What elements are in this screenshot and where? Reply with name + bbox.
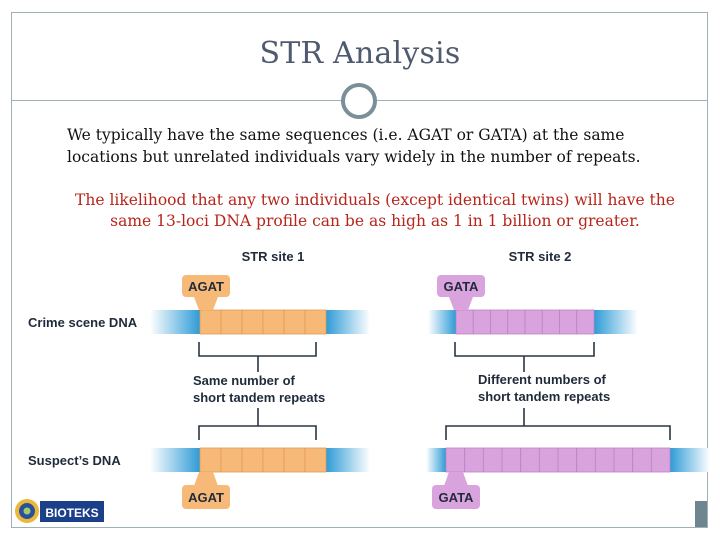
repeat-unit — [632, 447, 652, 473]
repeat-unit — [524, 309, 543, 335]
svg-text:BIOTEKS: BIOTEKS — [45, 506, 98, 520]
site2-bottom-bracket — [445, 425, 671, 440]
repeat-unit — [559, 309, 578, 335]
site2-crime-strand — [428, 309, 638, 335]
bioteks-logo: BIOTEKS — [15, 499, 104, 523]
repeat-unit — [283, 309, 306, 335]
body-paragraph: We typically have the same sequences (i.… — [67, 126, 641, 166]
highlight-paragraph: The likelihood that any two individuals … — [75, 191, 675, 230]
repeat-unit — [507, 309, 526, 335]
site1-bottom-bracket — [198, 425, 317, 440]
repeat-unit — [445, 447, 466, 473]
repeat-unit — [613, 447, 634, 473]
repeat-unit — [650, 447, 671, 473]
repeat-unit — [501, 447, 522, 473]
repeat-unit — [538, 447, 559, 473]
slide-frame — [11, 12, 708, 528]
svg-text:AGAT: AGAT — [188, 279, 224, 294]
suspect-label: Suspect’s DNA — [28, 453, 121, 468]
repeat-unit — [304, 309, 327, 335]
site2-top-bracket — [454, 342, 595, 357]
repeat-unit — [482, 447, 503, 473]
site1-suspect-repeats — [199, 447, 327, 473]
site1-bottom-tag: AGAT — [182, 472, 230, 509]
repeat-unit — [464, 447, 484, 473]
title-ornament-icon — [341, 83, 377, 119]
repeat-unit — [241, 309, 264, 335]
site2-crime-repeats — [455, 309, 595, 335]
repeat-unit — [557, 447, 578, 473]
repeat-unit — [490, 309, 509, 335]
repeat-unit — [520, 447, 540, 473]
site1-note-line1: Same number of — [193, 373, 296, 388]
site1-title: STR site 1 — [242, 249, 305, 264]
repeat-unit — [455, 309, 474, 335]
site2-note-line2: short tandem repeats — [478, 389, 610, 404]
svg-text:GATA: GATA — [439, 490, 475, 505]
repeat-unit — [220, 447, 243, 473]
repeat-unit — [262, 447, 285, 473]
site1-note-line2: short tandem repeats — [193, 390, 325, 405]
site1-crime-repeats — [199, 309, 327, 335]
repeat-unit — [241, 447, 264, 473]
site2-suspect-repeats — [445, 447, 671, 473]
repeat-unit — [262, 309, 285, 335]
site1-suspect-strand — [150, 447, 370, 473]
site1-crime-strand — [150, 309, 370, 335]
repeat-unit — [220, 309, 243, 335]
site2-note-line1: Different numbers of — [478, 372, 607, 387]
site1-top-tag: AGAT — [182, 275, 230, 310]
corner-accent — [695, 501, 707, 527]
slide-title: STR Analysis — [259, 36, 461, 71]
repeat-unit — [472, 309, 491, 335]
repeat-unit — [541, 309, 560, 335]
svg-text:GATA: GATA — [444, 279, 480, 294]
repeat-unit — [594, 447, 615, 473]
site2-suspect-strand — [426, 447, 710, 473]
site1-top-bracket — [198, 342, 317, 357]
title-divider-right — [377, 100, 707, 101]
crime-scene-label: Crime scene DNA — [28, 315, 138, 330]
title-divider-left — [12, 100, 341, 101]
repeat-unit — [199, 447, 222, 473]
repeat-unit — [576, 309, 595, 335]
repeat-unit — [576, 447, 596, 473]
repeat-unit — [304, 447, 327, 473]
repeat-unit — [199, 309, 222, 335]
repeat-unit — [283, 447, 306, 473]
site2-bottom-tag: GATA — [432, 472, 480, 509]
site2-top-tag: GATA — [437, 275, 485, 310]
svg-text:AGAT: AGAT — [188, 490, 224, 505]
site2-title: STR site 2 — [509, 249, 572, 264]
